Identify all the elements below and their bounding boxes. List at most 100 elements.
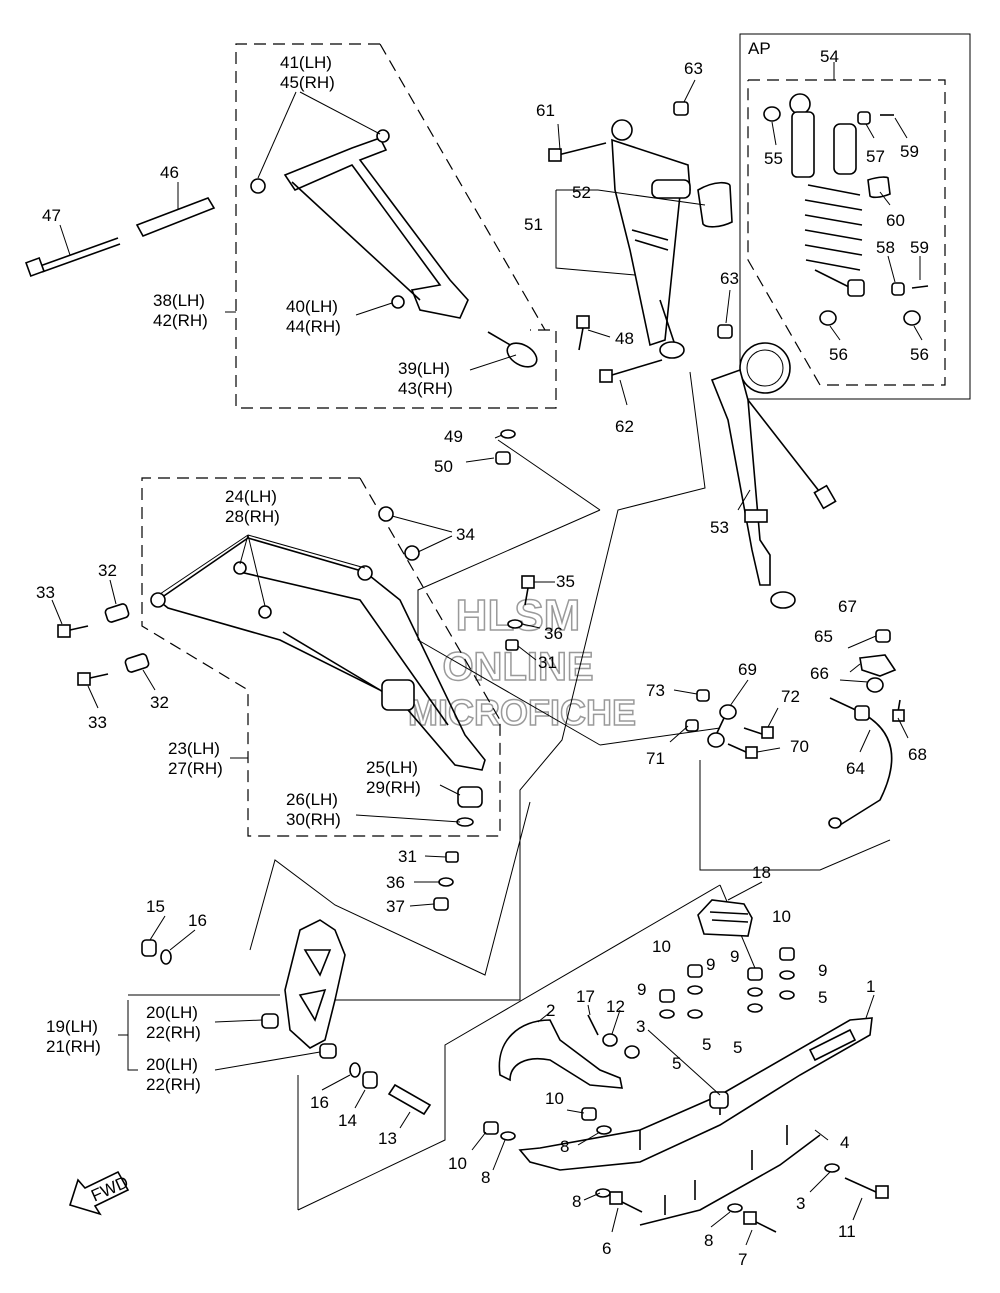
fwd-arrow: FWD [68, 1170, 131, 1216]
upper-arm-group-box [235, 43, 557, 409]
bushing-32-upper [104, 603, 130, 623]
cable-64 [828, 697, 893, 829]
label-69: 69 [738, 660, 757, 679]
label-53: 53 [710, 518, 729, 537]
label-27: 27(RH) [168, 759, 223, 778]
label-47: 47 [42, 206, 61, 225]
label-10-left: 10 [448, 1154, 467, 1173]
label-34: 34 [456, 525, 475, 544]
label-64: 64 [846, 759, 865, 778]
label-72: 72 [781, 687, 800, 706]
label-40: 40(LH) [286, 297, 338, 316]
label-46: 46 [160, 163, 179, 182]
label-10-right: 10 [772, 907, 791, 926]
label-4: 4 [840, 1133, 849, 1152]
label-39: 39(LH) [398, 359, 450, 378]
part-labels: 41(LH) 45(RH) 46 47 38(LH) 42(RH) 40(LH)… [36, 47, 929, 1269]
label-57: 57 [866, 147, 885, 166]
lower-a-arm [150, 506, 486, 771]
ski-handle-2 [498, 1019, 623, 1089]
label-30: 30(RH) [286, 810, 341, 829]
bolt-47 [25, 237, 121, 277]
bushing-32-lower [124, 653, 150, 673]
washer-49-nut-50 [495, 429, 516, 465]
label-63-lower: 63 [720, 269, 739, 288]
label-24: 24(LH) [225, 487, 277, 506]
bolt-62 [599, 359, 663, 383]
nut-63-top [673, 101, 689, 116]
ap-box-label: AP [748, 39, 771, 58]
ski-fasteners [483, 947, 840, 1213]
label-2: 2 [546, 1001, 555, 1020]
label-70: 70 [790, 737, 809, 756]
label-3-lower: 3 [796, 1194, 805, 1213]
label-8-lower-left: 8 [572, 1192, 581, 1211]
spindle-spacers-15-16 [141, 939, 432, 1116]
label-43: 43(RH) [398, 379, 453, 398]
label-54: 54 [820, 47, 839, 66]
label-13: 13 [378, 1129, 397, 1148]
label-23: 23(LH) [168, 739, 220, 758]
label-12: 12 [606, 997, 625, 1016]
label-5-far-right: 5 [818, 988, 827, 1007]
nut-63-lower [717, 324, 733, 339]
label-21: 21(RH) [46, 1037, 101, 1056]
ap-shock-54 [763, 93, 929, 326]
label-52: 52 [572, 183, 591, 202]
label-11: 11 [838, 1222, 856, 1241]
label-66: 66 [810, 664, 829, 683]
label-48: 48 [615, 329, 634, 348]
label-42: 42(RH) [153, 311, 208, 330]
bushing-25-and-washer-26 [456, 786, 483, 827]
label-8-center: 8 [560, 1137, 569, 1156]
label-5-a: 5 [672, 1054, 681, 1073]
label-28: 28(RH) [225, 507, 280, 526]
spindle-19 [261, 919, 346, 1059]
watermark-line-1: HLSM [456, 591, 581, 640]
ski-runner-4 [639, 1134, 821, 1226]
label-9-right: 9 [730, 947, 739, 966]
label-45: 45(RH) [280, 73, 335, 92]
label-9-far-right: 9 [818, 961, 827, 980]
label-17: 17 [576, 987, 595, 1006]
label-36-lower: 36 [386, 873, 405, 892]
label-22-upper: 22(RH) [146, 1023, 201, 1042]
label-20-upper: 20(LH) [146, 1003, 198, 1022]
label-14: 14 [338, 1111, 357, 1130]
label-16-lower: 16 [310, 1093, 329, 1112]
pivot-shaft-46 [135, 197, 216, 238]
label-38: 38(LH) [153, 291, 205, 310]
label-25: 25(LH) [366, 758, 418, 777]
label-31-lower: 31 [398, 847, 417, 866]
label-56-left: 56 [829, 345, 848, 364]
label-49: 49 [444, 427, 463, 446]
label-71: 71 [646, 749, 665, 768]
label-62: 62 [615, 417, 634, 436]
label-5-b: 5 [702, 1035, 711, 1054]
fasteners-31-36-37 [433, 851, 459, 911]
label-73: 73 [646, 681, 665, 700]
label-16-upper: 16 [188, 911, 207, 930]
label-15: 15 [146, 897, 165, 916]
label-10-center: 10 [652, 937, 671, 956]
label-31-upper: 31 [538, 653, 557, 672]
label-33-upper: 33 [36, 583, 55, 602]
label-56-right: 56 [910, 345, 929, 364]
label-10-lower: 10 [545, 1089, 564, 1108]
label-1: 1 [866, 977, 875, 996]
label-41: 41(LH) [280, 53, 332, 72]
label-50: 50 [434, 457, 453, 476]
label-59-lower: 59 [910, 238, 929, 257]
label-18: 18 [752, 863, 771, 882]
leader-lines [51, 62, 923, 1246]
stabilizer-link-69 [685, 689, 774, 759]
label-58: 58 [876, 238, 895, 257]
label-6: 6 [602, 1239, 611, 1258]
label-60: 60 [886, 211, 905, 230]
ski-1 [518, 1017, 873, 1171]
bolt-61 [548, 142, 607, 162]
label-65: 65 [814, 627, 833, 646]
label-26: 26(LH) [286, 790, 338, 809]
label-8-left: 8 [481, 1168, 490, 1187]
